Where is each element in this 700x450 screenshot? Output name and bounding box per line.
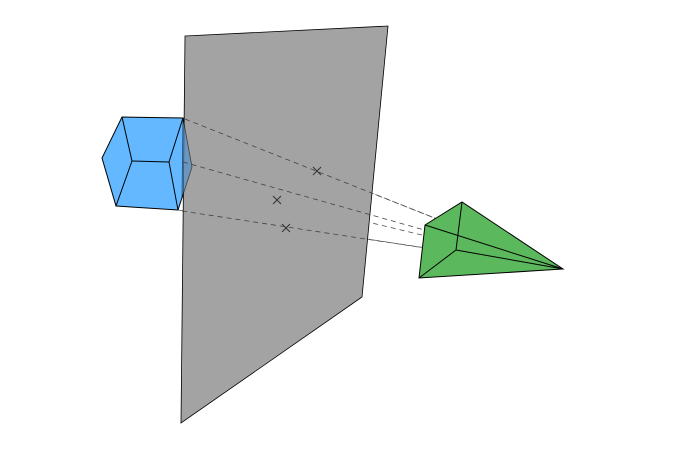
image-plane (180, 25, 389, 424)
camera-pyramid (418, 201, 565, 279)
cross-mark-icon (281, 223, 291, 233)
cube-edges (115, 116, 184, 211)
cube-occluded-part (181, 117, 193, 199)
cross-mark-icon (312, 166, 322, 176)
projection-points (272, 166, 322, 233)
cross-mark-icon (272, 195, 282, 205)
